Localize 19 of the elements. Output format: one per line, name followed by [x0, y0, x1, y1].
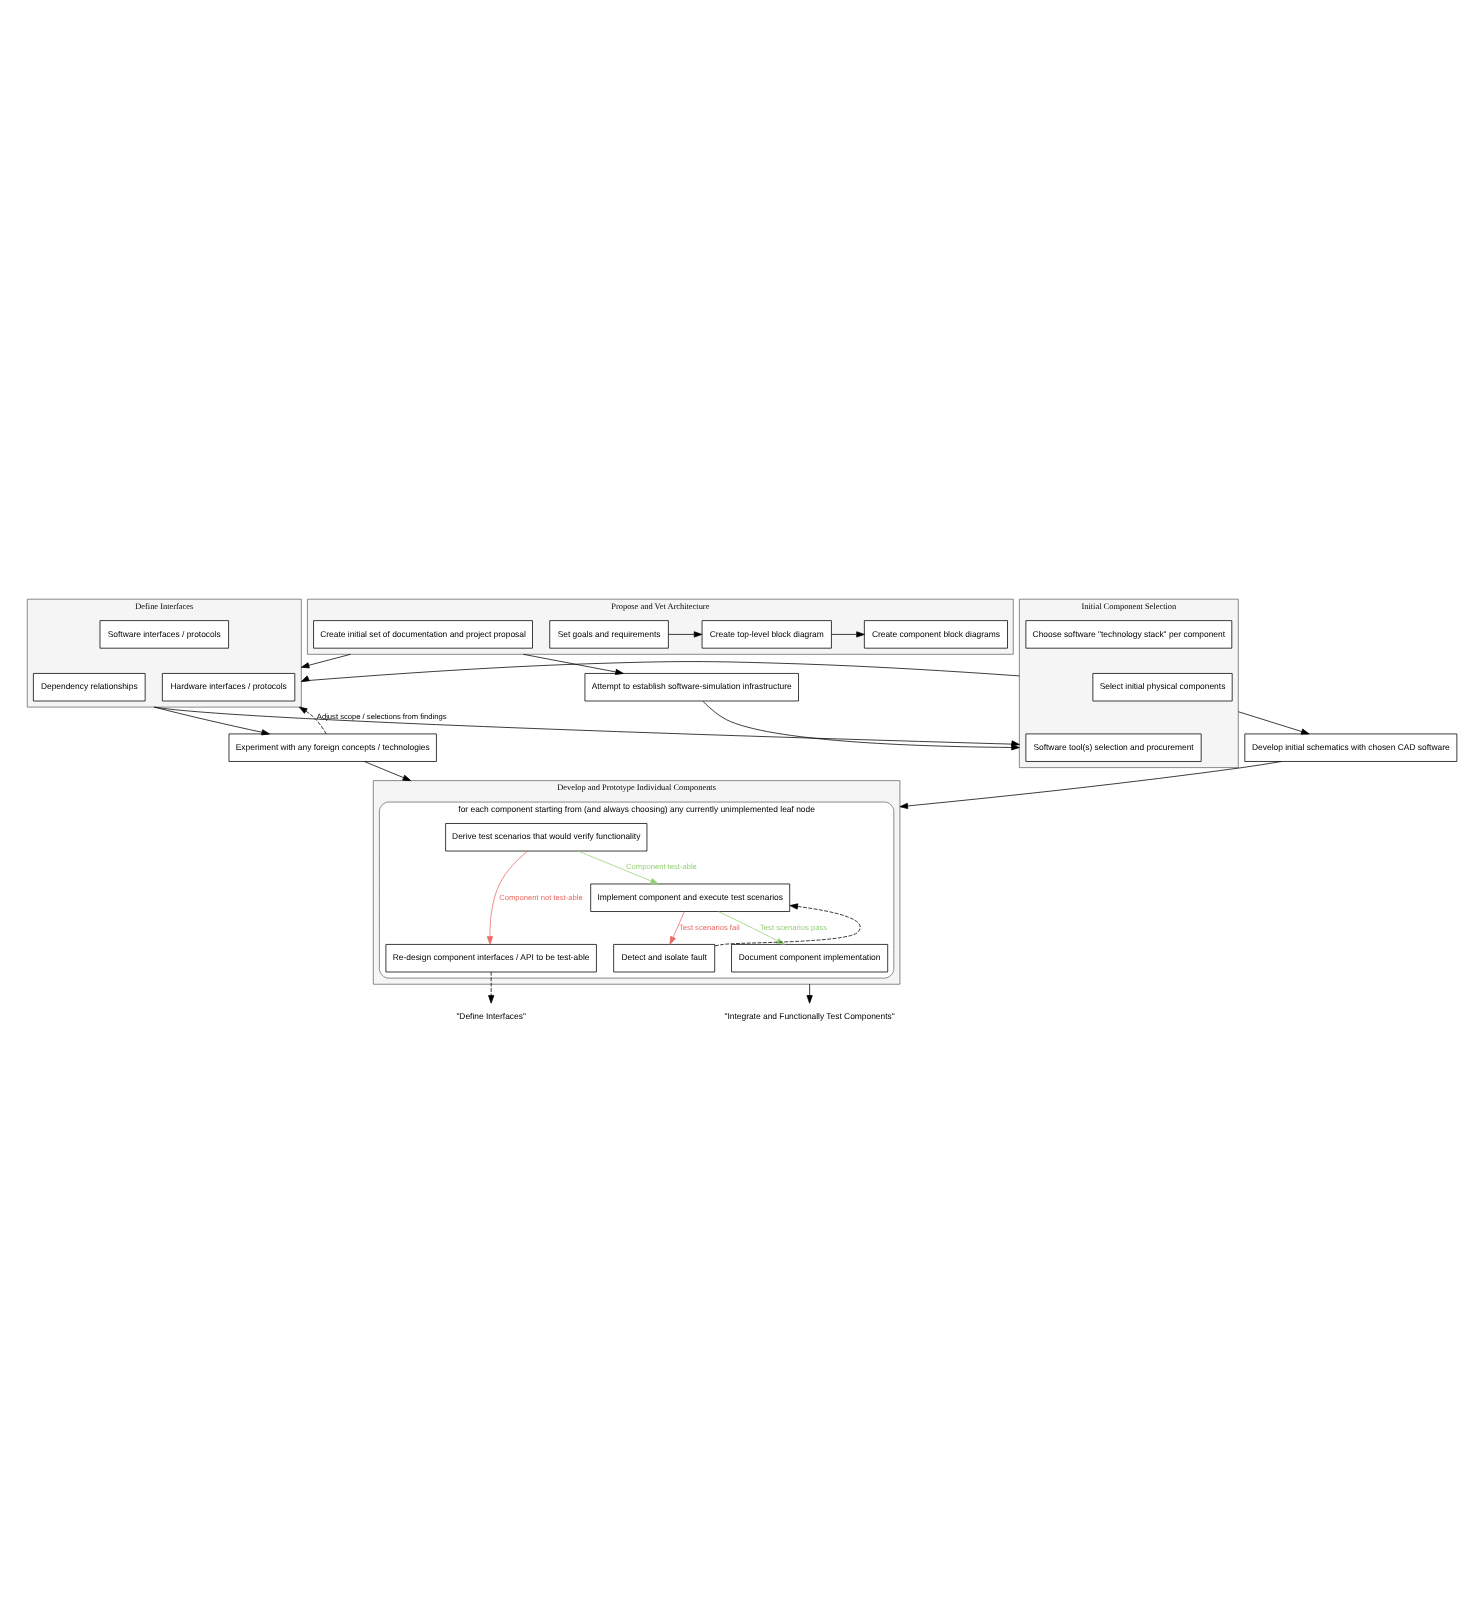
- arrow: [522, 652, 624, 674]
- arrow: [488, 970, 495, 1003]
- arrow: [1237, 710, 1310, 734]
- arrow: [153, 705, 1020, 746]
- arrow: [153, 705, 270, 735]
- arrow: [669, 910, 685, 944]
- arrow: [298, 705, 327, 734]
- arrow: [806, 982, 813, 1003]
- arrow: [300, 660, 1020, 681]
- arrow: [364, 760, 412, 780]
- arrow: [702, 699, 1020, 750]
- arrow: [831, 630, 865, 637]
- arrow: [718, 910, 785, 944]
- arrow: [714, 902, 861, 946]
- arrow: [899, 760, 1282, 808]
- arrow: [486, 849, 529, 944]
- arrow: [577, 849, 659, 884]
- arrow: [300, 652, 351, 668]
- arrow: [668, 630, 703, 637]
